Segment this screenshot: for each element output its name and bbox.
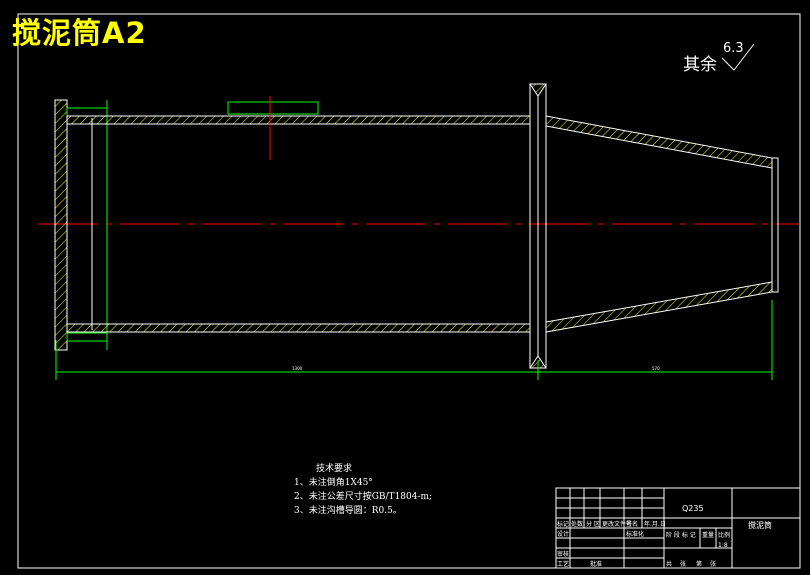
middle-flange — [529, 83, 547, 369]
dimension-length-cone: 570 — [652, 366, 660, 371]
tb-cell: 第 — [696, 561, 703, 568]
tb-cell: 标记 — [557, 521, 570, 528]
dimension-length-main: 1300 — [292, 366, 303, 371]
technical-notes: 技术要求 1、未注倒角1X45° 2、未注公差尺寸按GB/T1804-m; 3、… — [294, 462, 432, 518]
dimension-lines — [55, 300, 773, 380]
sheet-border — [17, 13, 801, 569]
roughness-label: 其余 — [683, 55, 717, 75]
roughness-symbol — [721, 43, 755, 71]
upper-cylinder-wall — [66, 101, 531, 125]
note-item: 3、未注沟槽导圆：R0.5。 — [294, 506, 402, 516]
tb-cell: 阶 段 标 记 — [666, 532, 696, 539]
left-flange — [54, 99, 108, 351]
cone-end — [771, 157, 779, 293]
title-block-part-name: 搅泥筒 — [748, 521, 772, 530]
tb-cell: 更改文件号 — [602, 521, 633, 528]
tb-cell: 张 — [680, 561, 687, 568]
tb-cell: 标准化 — [626, 531, 645, 538]
tb-cell: 签名 — [626, 521, 639, 528]
tb-cell: 共 — [666, 561, 673, 568]
tb-cell: 年.月.日 — [644, 521, 666, 528]
lower-cylinder-wall — [66, 323, 531, 333]
cone-upper-wall — [545, 115, 773, 169]
cone-lower-wall — [545, 281, 773, 333]
title-block-scale: 1:8 — [718, 542, 728, 549]
tb-cell: 比例 — [718, 532, 731, 539]
drawing-title: 搅泥筒A2 — [12, 16, 147, 50]
tb-cell: 设计 — [557, 531, 570, 538]
notes-heading: 技术要求 — [316, 464, 353, 474]
title-block-material: Q235 — [682, 504, 704, 513]
tb-cell: 分 区 — [586, 521, 600, 528]
tb-cell: 处数 — [571, 521, 584, 528]
note-item: 1、未注倒角1X45° — [294, 478, 373, 488]
note-item: 2、未注公差尺寸按GB/T1804-m; — [294, 492, 433, 502]
tb-cell: 张 — [710, 561, 717, 568]
tb-cell: 重量 — [702, 532, 715, 539]
tb-cell: 工艺 — [557, 561, 570, 568]
title-block — [555, 487, 801, 569]
roughness-value: 6.3 — [723, 41, 744, 56]
tb-cell: 审核 — [557, 551, 570, 558]
tb-cell: 批准 — [590, 561, 603, 568]
